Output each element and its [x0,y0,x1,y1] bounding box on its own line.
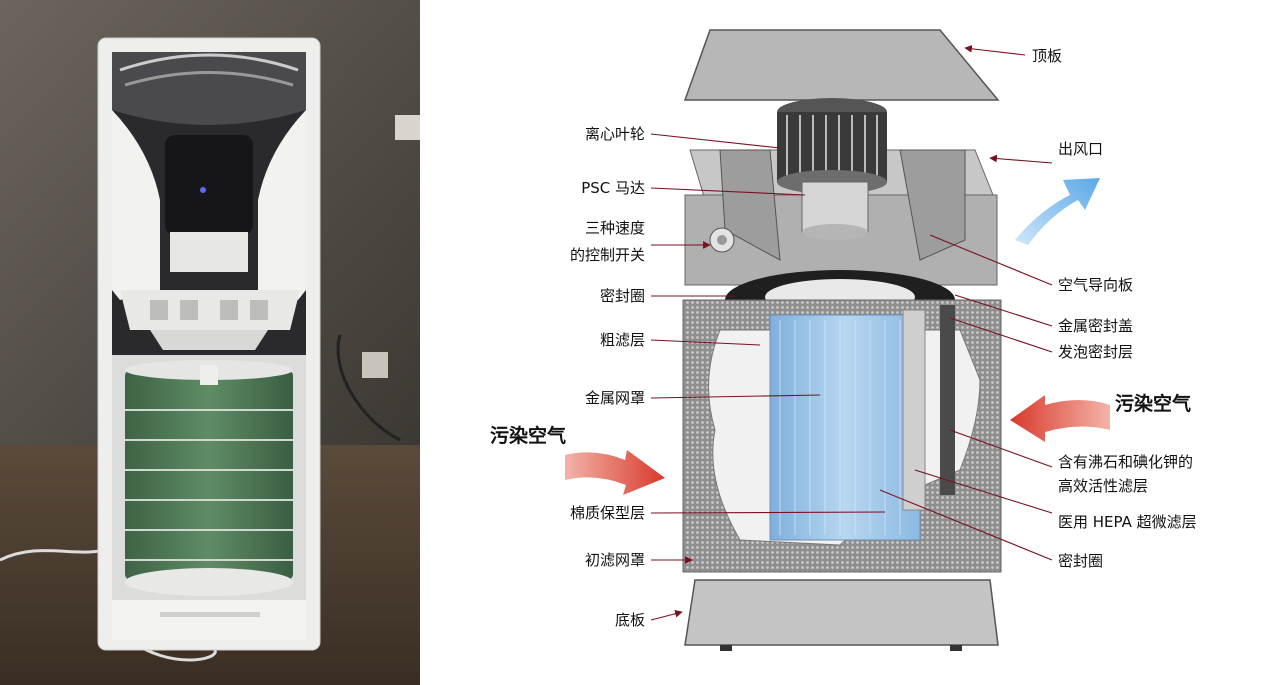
label-foam-layer: 发泡密封层 [1058,343,1133,361]
polluted-air-left-arrow [565,450,665,495]
cutaway-diagram: 离心叶轮 PSC 马达 三种速度 的控制开关 密封圈 粗滤层 金属网罩 棉质保型… [490,29,1197,651]
base-plate-shape [684,579,999,646]
label-metal-cover: 金属密封盖 [1058,317,1133,335]
label-seal-ring-top: 密封圈 [600,287,645,305]
label-polluted-air-left: 污染空气 [490,424,566,447]
label-motor: PSC 马达 [581,179,645,197]
label-hepa: 医用 HEPA 超微滤层 [1058,513,1197,531]
label-cotton-layer: 棉质保型层 [570,504,645,522]
label-coarse-filter: 粗滤层 [600,331,645,349]
label-pre-filter-mesh: 初滤网罩 [585,551,645,569]
label-air-guide: 空气导向板 [1058,276,1133,294]
label-base-plate: 底板 [615,611,645,629]
label-seal-ring-bottom: 密封圈 [1058,552,1103,570]
label-switch-line2: 的控制开关 [570,246,645,264]
label-top-panel: 顶板 [1032,47,1062,65]
label-metal-mesh: 金属网罩 [585,389,645,407]
motor-shape [801,181,869,233]
label-zeolite-line1: 含有沸石和碘化钾的 [1058,453,1193,471]
label-air-outlet: 出风口 [1058,140,1103,158]
polluted-air-right-arrow [1010,395,1110,442]
top-panel-shape [683,29,1000,101]
purifier-photo [0,0,420,685]
hepa-filter-shape [769,314,921,541]
label-zeolite-line2: 高效活性滤层 [1058,477,1148,495]
label-polluted-air-right: 污染空气 [1115,392,1191,415]
leader-lines [650,44,1053,621]
label-impeller: 离心叶轮 [585,125,645,143]
outlet-arrow [1015,178,1100,245]
label-switch-line1: 三种速度 [585,219,645,237]
